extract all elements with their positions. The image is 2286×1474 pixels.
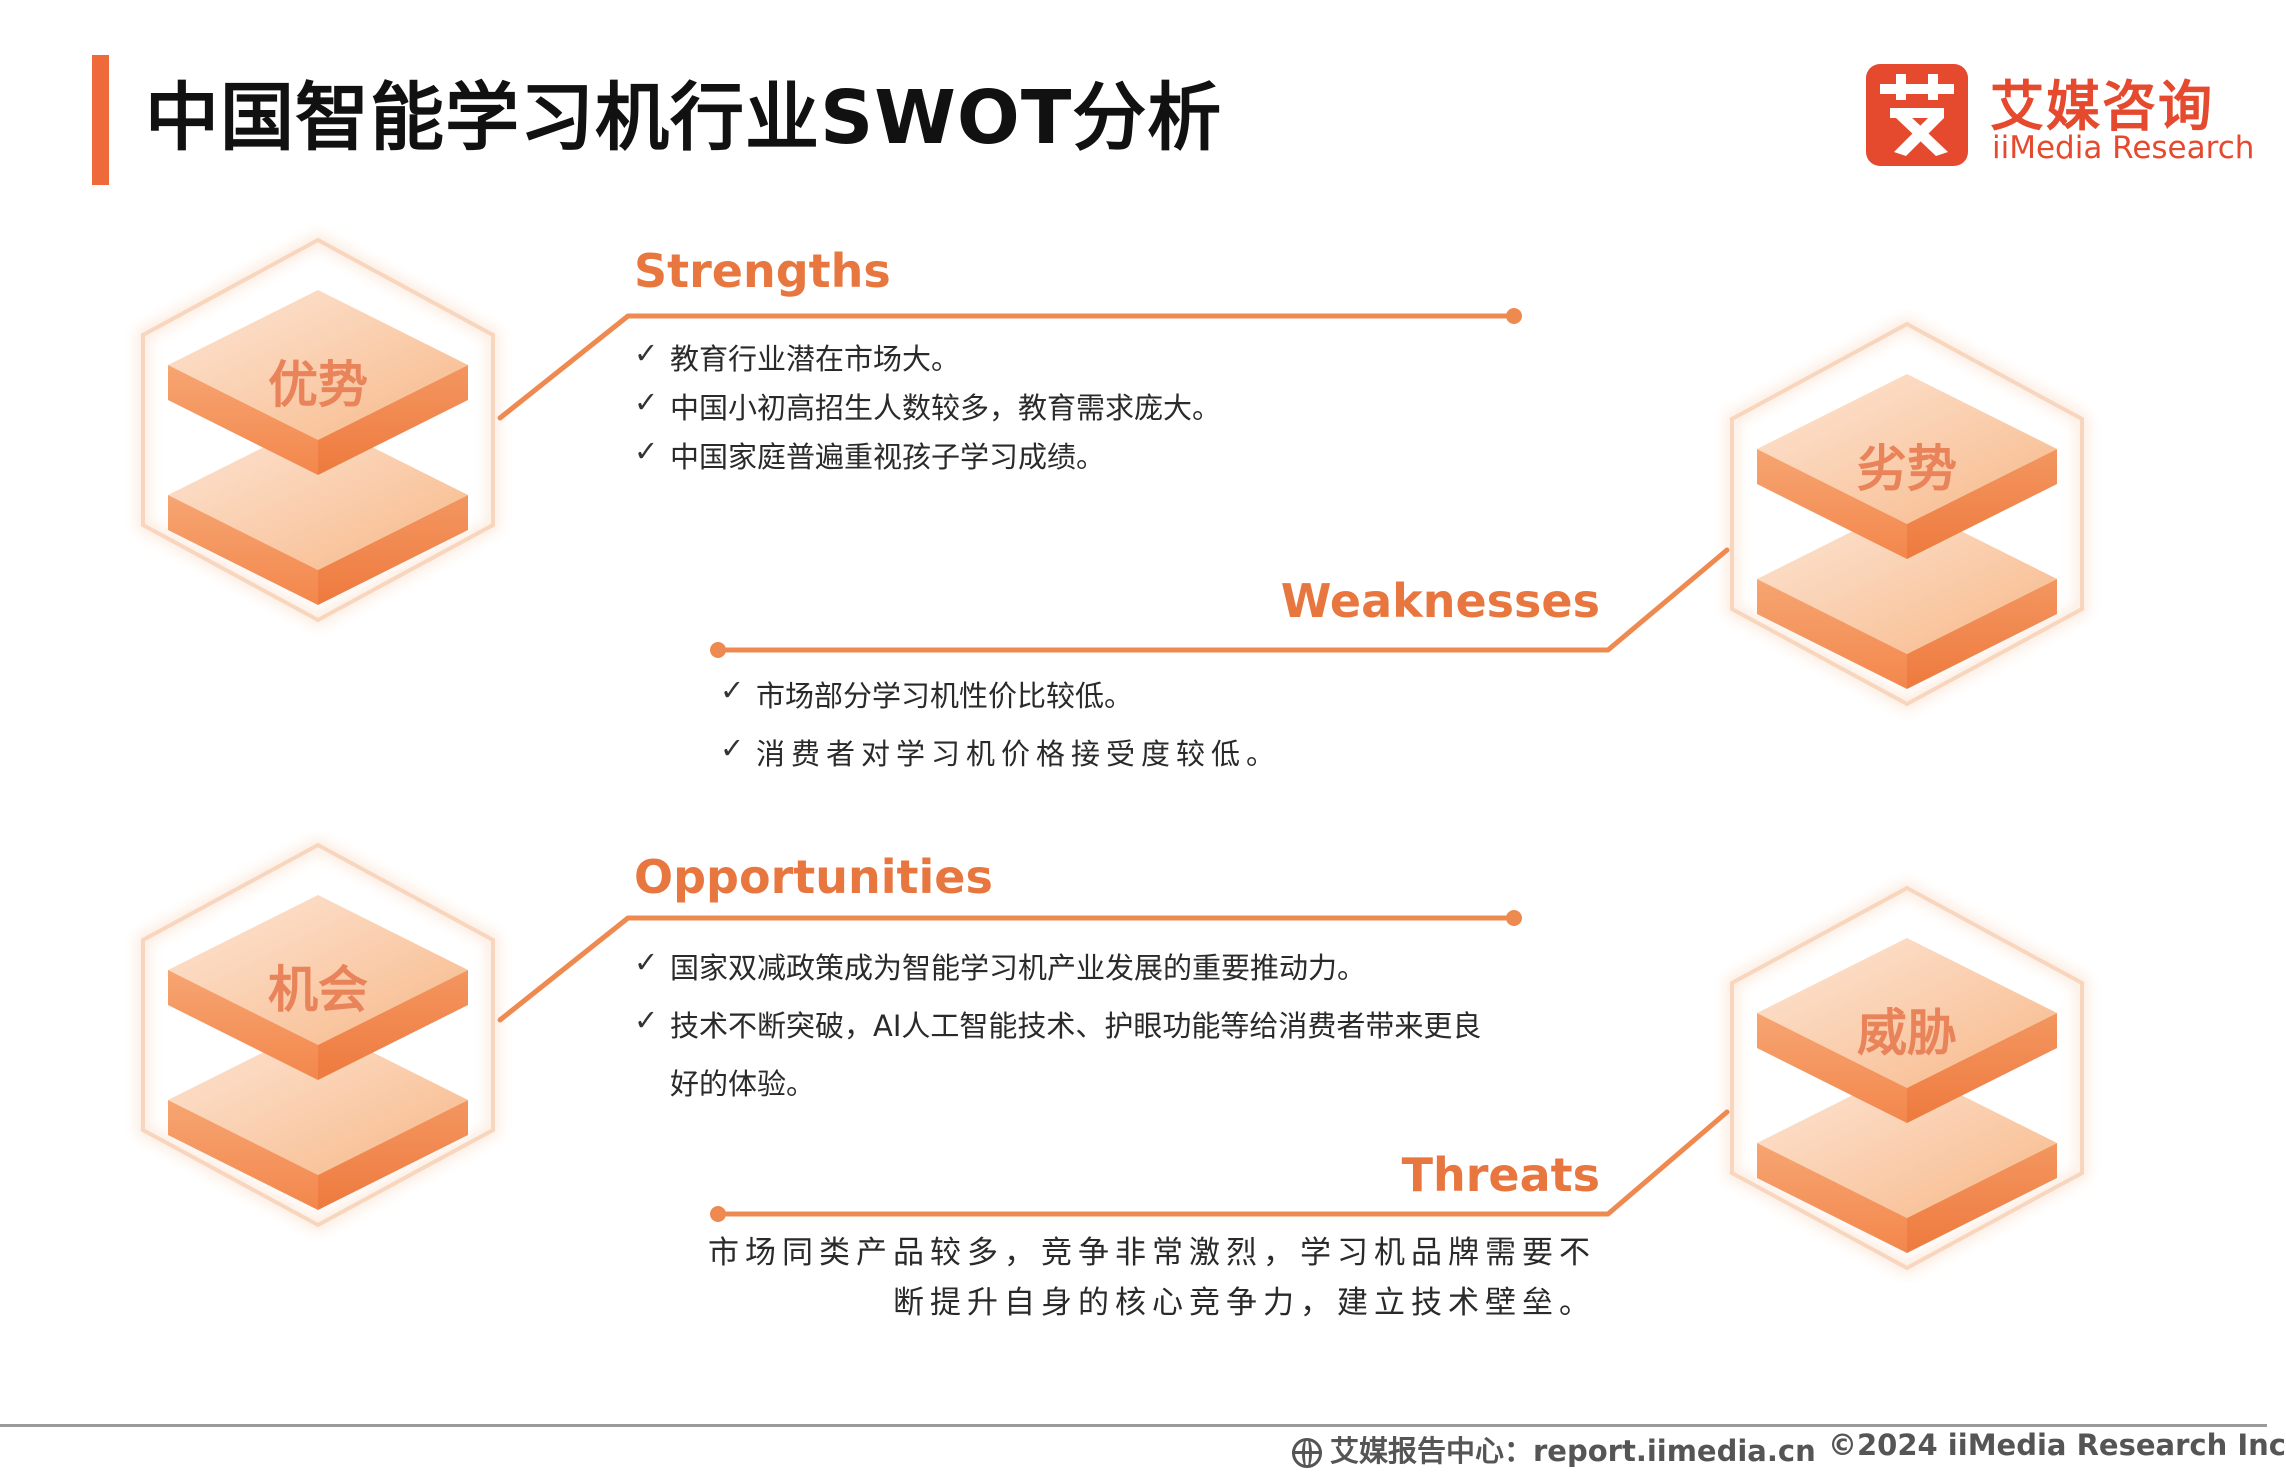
opportunities-cn-label: 机会 <box>268 961 368 1019</box>
check-icon: ✓ <box>720 673 745 707</box>
title-accent-bar <box>92 55 109 185</box>
globe-icon <box>1292 1438 1322 1468</box>
page-title: 中国智能学习机行业SWOT分析 <box>145 75 1223 161</box>
footer-report-center[interactable]: 艾媒报告中心：report.iimedia.cn <box>1292 1428 1816 1470</box>
threats-hex-icon <box>1732 888 2082 1268</box>
weaknesses-hex-icon <box>1732 324 2082 704</box>
opportunities-heading: Opportunities <box>634 850 993 904</box>
strengths-cn-label: 优势 <box>268 356 368 414</box>
logo-en-text: iiMedia Research <box>1992 130 2255 166</box>
weaknesses-heading: Weaknesses <box>1280 574 1600 628</box>
list-item: ✓中国家庭普遍重视孩子学习成绩。 <box>634 434 1106 474</box>
list-item-continuation: 好的体验。 <box>670 1067 816 1101</box>
logo-mark-icon <box>1866 64 1968 166</box>
threats-line: 市场同类产品较多，竞争非常激烈，学习机品牌需要不 <box>708 1235 1596 1271</box>
check-icon: ✓ <box>634 1003 659 1037</box>
footer-divider <box>0 1424 2267 1427</box>
strengths-connector <box>497 313 1517 421</box>
opportunities-connector <box>497 915 1517 1023</box>
check-icon: ✓ <box>634 434 659 468</box>
opportunities-connector-dot <box>1506 910 1522 926</box>
threats-connector-dot <box>710 1206 726 1222</box>
threats-cn-label: 威胁 <box>1857 1004 1957 1062</box>
strengths-list: ✓教育行业潜在市场大。 ✓中国小初高招生人数较多，教育需求庞大。 ✓中国家庭普遍… <box>634 336 1221 483</box>
weaknesses-cn-label: 劣势 <box>1857 440 1957 498</box>
strengths-hex-icon <box>143 240 493 620</box>
logo-cn-text: 艾媒咨询 <box>1990 75 2214 138</box>
opportunities-list: ✓国家双减政策成为智能学习机产业发展的重要推动力。 ✓技术不断突破，AI人工智能… <box>634 945 1481 1119</box>
weaknesses-list: ✓市场部分学习机性价比较低。 ✓消费者对学习机价格接受度较低。 <box>720 673 1281 789</box>
check-icon: ✓ <box>634 385 659 419</box>
strengths-heading: Strengths <box>634 244 891 298</box>
weaknesses-connector <box>715 547 1730 653</box>
list-item: ✓教育行业潜在市场大。 <box>634 336 961 376</box>
footer-copyright: ©2024 iiMedia Research Inc <box>1828 1428 2286 1462</box>
threats-heading: Threats <box>1401 1148 1600 1202</box>
strengths-connector-dot <box>1506 308 1522 324</box>
threats-line: 断提升自身的核心竞争力，建立技术壁垒。 <box>893 1285 1596 1321</box>
check-icon: ✓ <box>720 731 751 765</box>
check-icon: ✓ <box>634 336 659 370</box>
weaknesses-connector-dot <box>710 642 726 658</box>
list-item: ✓消费者对学习机价格接受度较低。 <box>720 731 1282 771</box>
threats-text: 市场同类产品较多，竞争非常激烈，学习机品牌需要不 断提升自身的核心竞争力，建立技… <box>700 1228 1596 1328</box>
opportunities-hex-icon <box>143 845 493 1225</box>
list-item: ✓技术不断突破，AI人工智能技术、护眼功能等给消费者带来更良 <box>634 1003 1482 1043</box>
check-icon: ✓ <box>634 945 659 979</box>
list-item: ✓市场部分学习机性价比较低。 <box>720 673 1134 713</box>
threats-connector <box>715 1109 1730 1217</box>
list-item: ✓国家双减政策成为智能学习机产业发展的重要推动力。 <box>634 945 1367 985</box>
list-item: ✓中国小初高招生人数较多，教育需求庞大。 <box>634 385 1222 425</box>
